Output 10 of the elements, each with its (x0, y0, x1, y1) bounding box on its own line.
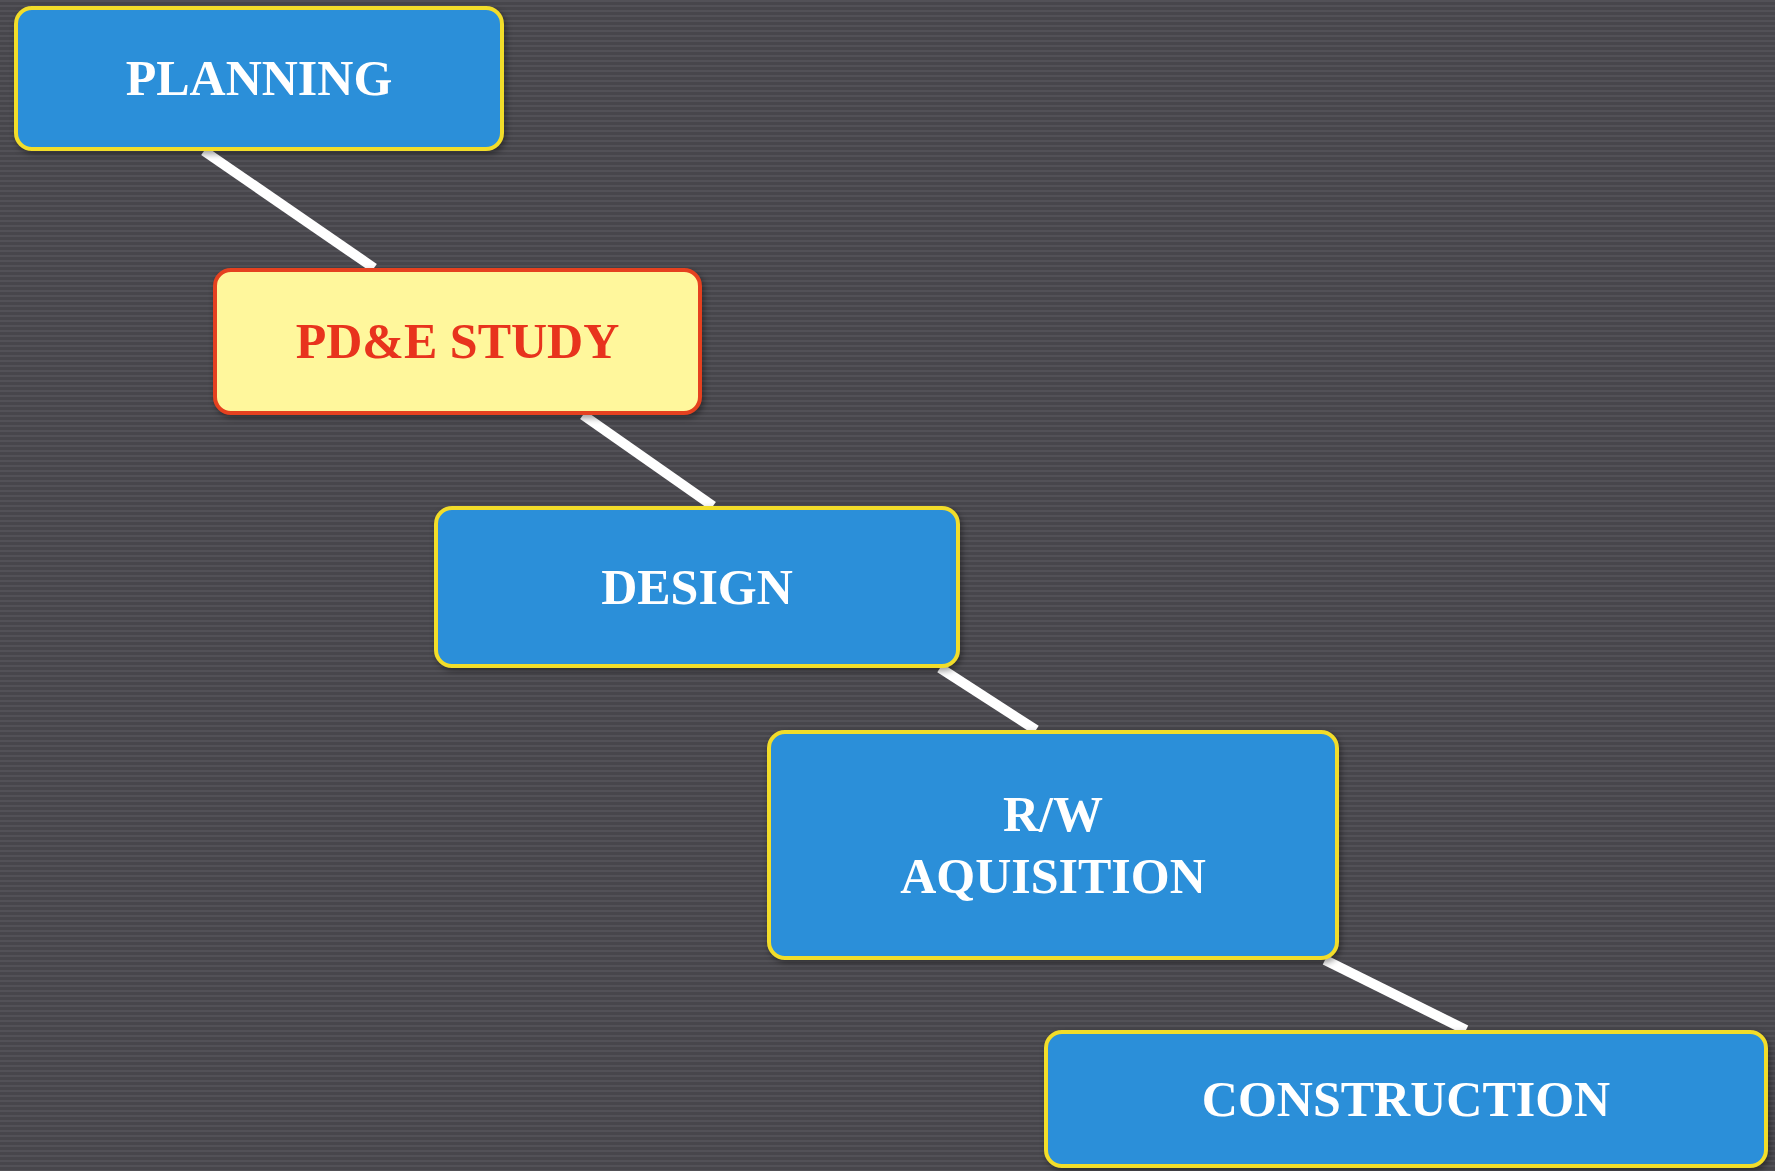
process-box (213, 268, 702, 415)
stage-label: PD&E STUDY (295, 312, 620, 372)
stage-label: DESIGN (601, 557, 793, 617)
process-box (14, 6, 504, 151)
stage-label: CONSTRUCTION (1201, 1069, 1611, 1129)
process-box (1044, 1030, 1768, 1168)
stage-label: PLANNING (125, 49, 393, 109)
process-box (434, 506, 960, 668)
process-box (767, 730, 1339, 960)
stage-label: R/W AQUISITION (899, 784, 1207, 906)
